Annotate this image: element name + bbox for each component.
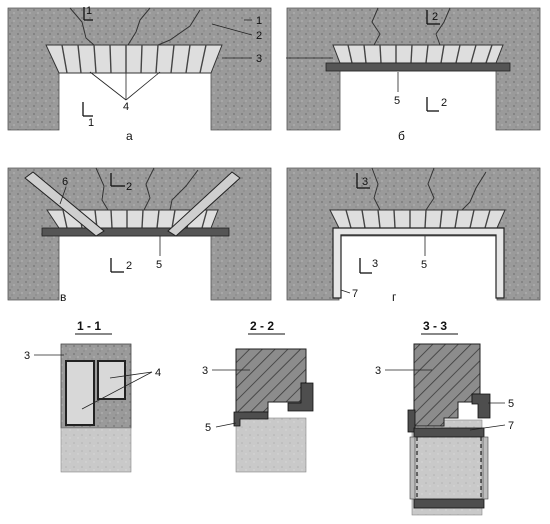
frame-bottom-beam xyxy=(413,498,485,509)
section-mark-label: 2 xyxy=(126,260,132,272)
panel-b: 2 2 5 б xyxy=(286,7,541,143)
lintel-joints xyxy=(347,44,493,64)
brick-lintel xyxy=(329,209,506,229)
section-mark-2-bottom xyxy=(426,97,439,112)
steel-beam-5 xyxy=(325,62,511,72)
callout-5: 5 xyxy=(394,95,400,107)
angle-steel-right xyxy=(287,382,314,412)
panel-a: 1 1 1 2 3 4 а xyxy=(7,5,272,143)
panel-caption: в xyxy=(60,290,66,304)
cracks xyxy=(371,7,451,46)
section-mark-1-bottom xyxy=(82,102,93,117)
section-mark-label: 1 xyxy=(88,117,94,129)
lintel-joints xyxy=(61,44,207,74)
wall-section-bottom xyxy=(60,427,132,473)
callout-1: 1 xyxy=(256,15,262,27)
callout-3: 3 xyxy=(375,365,381,377)
cracks xyxy=(69,7,201,46)
section-1-1: 1 - 1 3 4 xyxy=(24,319,161,473)
section-title: 1 - 1 xyxy=(77,319,101,333)
section-mark-2-top xyxy=(110,173,125,187)
section-mark-label: 2 xyxy=(432,11,438,23)
section-mark-3-bottom xyxy=(359,258,372,274)
lintel-joints xyxy=(345,209,491,229)
section-mark-label: 3 xyxy=(362,176,368,188)
section-mark-label: 2 xyxy=(126,181,132,193)
callout-5: 5 xyxy=(156,259,162,271)
panel-caption: б xyxy=(398,129,405,143)
leader-lines xyxy=(89,19,253,101)
callout-4: 4 xyxy=(155,367,161,379)
section-2-2: 2 - 2 3 5 xyxy=(202,319,314,473)
diagonal-strut-left xyxy=(24,171,105,237)
leader-line xyxy=(469,424,506,431)
frame-post-left-solid xyxy=(409,436,416,500)
wall-section-bottom xyxy=(235,417,307,473)
callout-5: 5 xyxy=(421,259,427,271)
callout-3: 3 xyxy=(202,365,208,377)
panel-g: 3 3 5 7 г xyxy=(286,167,541,304)
section-mark-1-top xyxy=(83,7,93,21)
frame-beam-7 xyxy=(413,427,485,438)
leader-line xyxy=(340,289,351,294)
section-mark-2-bottom xyxy=(110,258,124,273)
section-mark-label: 3 xyxy=(372,258,378,270)
steel-frame-5-7 xyxy=(332,227,505,299)
callout-5: 5 xyxy=(508,398,514,410)
leader-line xyxy=(215,422,237,428)
section-mark-3-top xyxy=(356,173,370,189)
brick-lintel xyxy=(45,44,223,74)
panel-v: 2 2 6 5 в xyxy=(7,167,272,304)
frame-post-right-solid xyxy=(482,436,489,500)
panel-caption: а xyxy=(126,129,133,143)
section-mark-2-top xyxy=(426,10,440,25)
cracks xyxy=(371,167,487,211)
callout-7: 7 xyxy=(352,288,358,300)
callout-4: 4 xyxy=(123,101,129,113)
diagonal-strut-right xyxy=(167,171,241,237)
steel-beam-5 xyxy=(41,227,230,237)
section-mark-label: 2 xyxy=(441,97,447,109)
callout-5: 5 xyxy=(205,422,211,434)
brick-in-section xyxy=(65,360,95,426)
leader-line xyxy=(59,186,67,205)
callout-7: 7 xyxy=(508,420,514,432)
angle-steel-right xyxy=(471,393,491,419)
brick-lintel xyxy=(332,44,504,64)
section-3-3: 3 - 3 3 5 7 xyxy=(375,319,514,516)
cracks xyxy=(95,167,199,211)
callout-6: 6 xyxy=(62,176,68,188)
panel-caption: г xyxy=(392,290,397,304)
hatched-masonry xyxy=(413,343,481,427)
section-title: 3 - 3 xyxy=(423,319,447,333)
section-mark-label: 1 xyxy=(86,5,92,17)
angle-steel-left xyxy=(407,409,416,433)
callout-3: 3 xyxy=(256,53,262,65)
callout-2: 2 xyxy=(256,30,262,42)
brick-in-section xyxy=(97,360,126,400)
leader-line xyxy=(109,371,153,379)
angle-steel-left xyxy=(233,411,269,427)
leader-line xyxy=(81,371,153,410)
section-title: 2 - 2 xyxy=(250,319,274,333)
callout-3: 3 xyxy=(24,350,30,362)
